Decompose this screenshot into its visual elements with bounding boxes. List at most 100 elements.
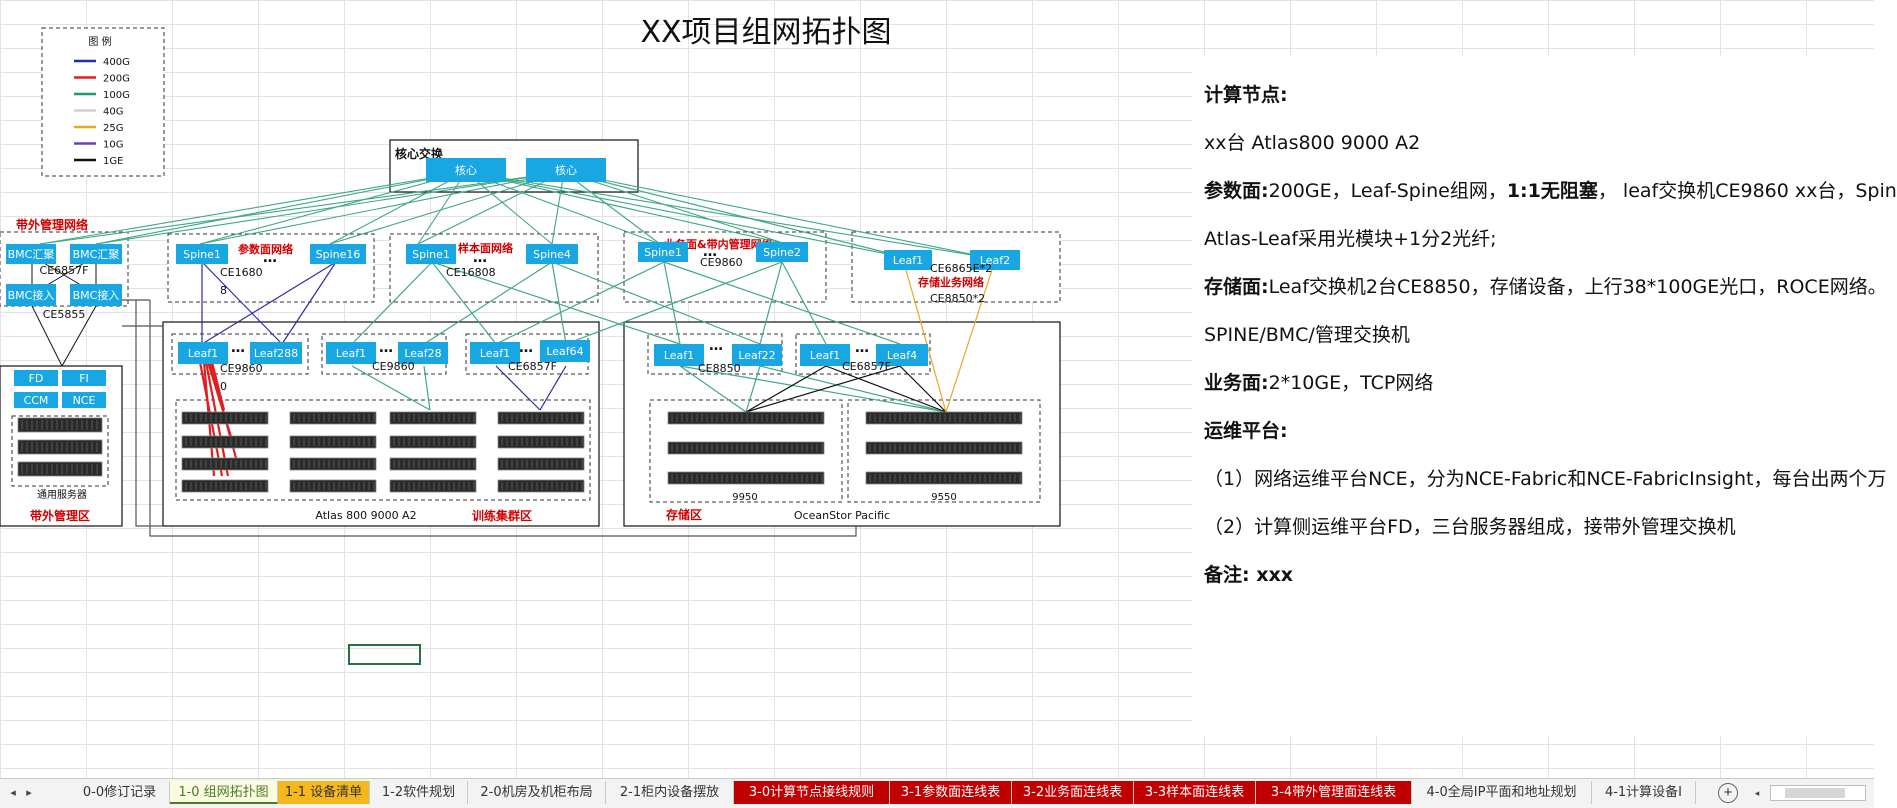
orange-25g-link <box>945 269 993 413</box>
sheet-tab-10[interactable]: 3-4带外管理面连线表 <box>1256 781 1412 804</box>
train-g2-model: CE9860 <box>372 360 415 373</box>
oob-nce <box>62 392 106 408</box>
business-spine-1-label: Spine1 <box>644 246 682 259</box>
storage-device <box>667 471 825 485</box>
oob-network-title: 带外管理网络 <box>16 217 88 232</box>
selected-cell[interactable] <box>348 644 421 665</box>
sheet-tab-5[interactable]: 2-1柜内设备摆放 <box>606 781 734 804</box>
oob-area-title: 带外管理区 <box>30 508 90 523</box>
training-server <box>497 435 585 449</box>
notes-compute-heading: 计算节点: <box>1204 84 1288 106</box>
business-link <box>565 261 783 345</box>
core-node-1 <box>426 158 506 182</box>
storage-net-title: 存储业务网络 <box>918 275 984 289</box>
sample-net-dots: … <box>473 250 487 266</box>
notes-param-text: 200GE，Leaf-Spine组网， <box>1268 180 1507 202</box>
train-g3-model: CE6857F <box>508 360 557 373</box>
notes-storage-text: Leaf交换机2台CE8850，存储设备，上行38*100GE光口，ROCE网络… <box>1268 276 1887 298</box>
oob-server <box>17 461 103 477</box>
diagram-title: XX项目组网拓扑图 <box>640 15 891 50</box>
oob-server <box>17 417 103 433</box>
bmc-access-1-label: BMC接入 <box>8 289 55 302</box>
leaf-server-link <box>423 365 431 411</box>
storage-mgmt-link <box>899 365 947 413</box>
training-server <box>497 479 585 493</box>
sample-net-title: 样本面网络 <box>458 241 513 255</box>
sheet-tab-6[interactable]: 3-0计算节点接线规则 <box>734 781 890 804</box>
sheet-tab-9[interactable]: 3-3样本面连线表 <box>1134 781 1256 804</box>
scrollbar-thumb[interactable] <box>1785 788 1845 798</box>
notes-compute-detail: xx台 Atlas800 9000 A2 <box>1204 132 1421 154</box>
storage-device <box>667 411 825 425</box>
storage-leaf-link <box>679 365 747 413</box>
notes-param-heading: 参数面: <box>1204 180 1269 202</box>
training-server <box>289 411 377 425</box>
oob-ccm-label: CCM <box>24 394 49 407</box>
sheet-tab-8[interactable]: 3-2业务面连线表 <box>1012 781 1134 804</box>
core-node-1-label: 核心 <box>455 163 477 177</box>
business-link <box>663 261 681 345</box>
triangle-left-icon[interactable]: ◂ <box>10 787 16 799</box>
triangle-right-icon[interactable]: ▸ <box>26 787 32 799</box>
core-node-2-label: 核心 <box>555 163 577 177</box>
notes-business-text: 2*10GE，TCP网络 <box>1268 372 1434 394</box>
bmc-access-2 <box>70 284 122 306</box>
storage-g2-dots: … <box>855 340 869 356</box>
sheet-tab-4[interactable]: 2-0机房及机柜布局 <box>468 781 606 804</box>
notes-business-line: 业务面:2*10GE，TCP网络 <box>1204 368 1433 395</box>
train-g2-dots: … <box>379 340 393 356</box>
training-server <box>289 457 377 471</box>
core-uplink-line <box>417 171 565 245</box>
sheet-tab-3[interactable]: 1-2软件规划 <box>370 781 468 804</box>
training-server <box>497 457 585 471</box>
sheet-tab-2[interactable]: 1-1 设备清单 <box>278 781 370 804</box>
sample-link <box>431 261 497 345</box>
oob-link <box>31 305 63 367</box>
sample-link <box>551 261 761 345</box>
bmc-access-1 <box>6 284 56 306</box>
sample-spine-4-label: Spine4 <box>533 248 571 261</box>
core-node-2 <box>526 158 606 182</box>
plus-circle-icon[interactable]: + <box>1718 783 1738 803</box>
storage-mgmt-link <box>745 365 901 413</box>
storage-g2-model: CE6857F <box>842 360 891 373</box>
scroll-left-icon[interactable]: ◂ <box>1754 788 1760 798</box>
sheet-tab-12[interactable]: 4-1计算设备I <box>1592 781 1696 804</box>
sheet-tab-0[interactable]: 0-0修订记录 <box>70 781 170 804</box>
training-server <box>181 479 269 493</box>
param-link <box>281 261 337 345</box>
storage-net-model-top: CE6865E*2 <box>930 262 992 275</box>
train-g3-leaf-left-label: Leaf1 <box>480 347 510 360</box>
sheet-tab-7[interactable]: 3-1参数面连线表 <box>890 781 1012 804</box>
storage-g2-leaf-right-label: Leaf4 <box>887 349 917 362</box>
param-link <box>201 261 337 345</box>
core-uplink-line <box>551 171 565 245</box>
train-g1-dots: … <box>231 340 245 356</box>
training-server <box>389 435 477 449</box>
storage-g1-leaf-left <box>654 344 704 366</box>
storage-g1-leaf-left-label: Leaf1 <box>664 349 694 362</box>
param-net-model: CE1680 <box>220 266 263 279</box>
bmc-aggregate-2-label: BMC汇聚 <box>73 248 120 261</box>
oob-aggregate-model: CE6857F <box>40 264 89 277</box>
sample-spine-1 <box>406 244 456 264</box>
horizontal-scrollbar[interactable] <box>1770 785 1866 801</box>
storage-device <box>865 411 1023 425</box>
storage-mgmt-link <box>825 365 947 413</box>
storage-area-title: 存储区 <box>665 507 702 522</box>
business-net-title: 业务面&带内管理网络 <box>664 237 773 251</box>
legend-label: 200G <box>103 74 130 85</box>
storage-net-leaf-2-label: Leaf2 <box>980 254 1010 267</box>
train-g3-leaf-right-label: Leaf64 <box>546 345 583 358</box>
core-uplink-line <box>563 171 787 245</box>
train-g1-model: CE9860 <box>220 362 263 375</box>
leaf-server-link <box>351 365 431 411</box>
business-link <box>663 261 901 345</box>
sheet-tab-11[interactable]: 4-0全局IP平面和地址规划 <box>1412 781 1592 804</box>
notes-param-bold: 1:1无阻塞 <box>1506 180 1598 202</box>
description-panel: 计算节点: xx台 Atlas800 9000 A2 参数面:200GE，Lea… <box>1192 56 1897 736</box>
sheet-tab-1[interactable]: 1-0 组网拓扑图 <box>170 781 278 804</box>
